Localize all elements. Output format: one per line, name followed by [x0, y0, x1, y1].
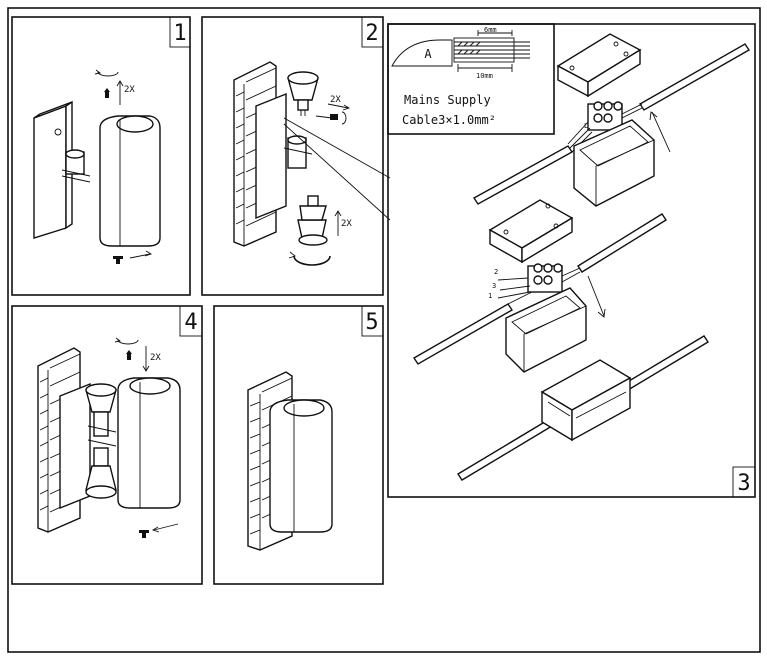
wire-label-1: 1 [488, 292, 492, 300]
panel-5-number: 5 [365, 310, 378, 335]
panel-3: 3 A [387, 23, 756, 498]
bulb-icon-lower [297, 195, 328, 246]
rotate-count-label: 2X [124, 85, 135, 95]
junction-box-closed [540, 359, 632, 442]
rotate-icon [114, 337, 150, 372]
strip-length-bottom: 10mm [476, 72, 493, 80]
lamp-housing [117, 377, 181, 509]
direction-arrow-down [587, 275, 606, 318]
panel-3-number: 3 [737, 471, 750, 496]
socket-icon [61, 149, 91, 183]
supply-line-1: Mains Supply [404, 93, 491, 107]
panel-1: 1 2X [11, 16, 191, 296]
panel-4-number: 4 [184, 310, 197, 335]
screw-icon [113, 250, 153, 264]
lamp-housing [99, 115, 161, 247]
wire-label-2: 2 [494, 268, 498, 276]
sheet-border [7, 7, 761, 653]
panel-2: 2 [201, 16, 384, 296]
panel-1-number: 1 [173, 21, 186, 46]
panel-5: 5 [213, 305, 384, 585]
bulb-icon [85, 383, 117, 499]
rotate-icon [293, 255, 331, 266]
rotate-arrow [334, 210, 342, 236]
terminal-block-top [567, 101, 643, 153]
strip-length-top: 6mm [484, 26, 497, 34]
panel-2-number: 2 [365, 21, 378, 46]
rotate-count-label-top: 2X [330, 95, 341, 105]
rotate-count-label: 2X [150, 353, 161, 363]
socket-icon [283, 135, 313, 169]
rotate-count-label-bottom: 2X [341, 219, 352, 229]
junction-box-middle [505, 287, 587, 373]
mounting-plate [255, 92, 287, 220]
bulb-icon [287, 71, 319, 116]
screw-icon [139, 523, 179, 538]
panel-4: 4 [11, 305, 203, 585]
junction-box-top [573, 119, 655, 207]
junction-box-lid-middle [488, 199, 574, 264]
leader-line [283, 117, 391, 179]
strip-hatching [457, 41, 481, 55]
wire-label-3: 3 [492, 282, 496, 290]
cable-middle [413, 213, 667, 365]
terminal-label-l: L [584, 122, 588, 130]
inset-letter: A [424, 47, 432, 61]
terminal-block-middle [497, 263, 581, 305]
junction-box-lid-top [556, 33, 642, 98]
supply-line-2: Cable3×1.0mm² [402, 113, 496, 127]
lamp-installed [269, 399, 333, 533]
rotate-icon [94, 69, 124, 105]
direction-arrow-up [649, 111, 671, 153]
cable-strip-inset: A 6mm 10mm M [387, 23, 555, 135]
screw-icon [315, 103, 351, 125]
leader-line [283, 123, 391, 221]
